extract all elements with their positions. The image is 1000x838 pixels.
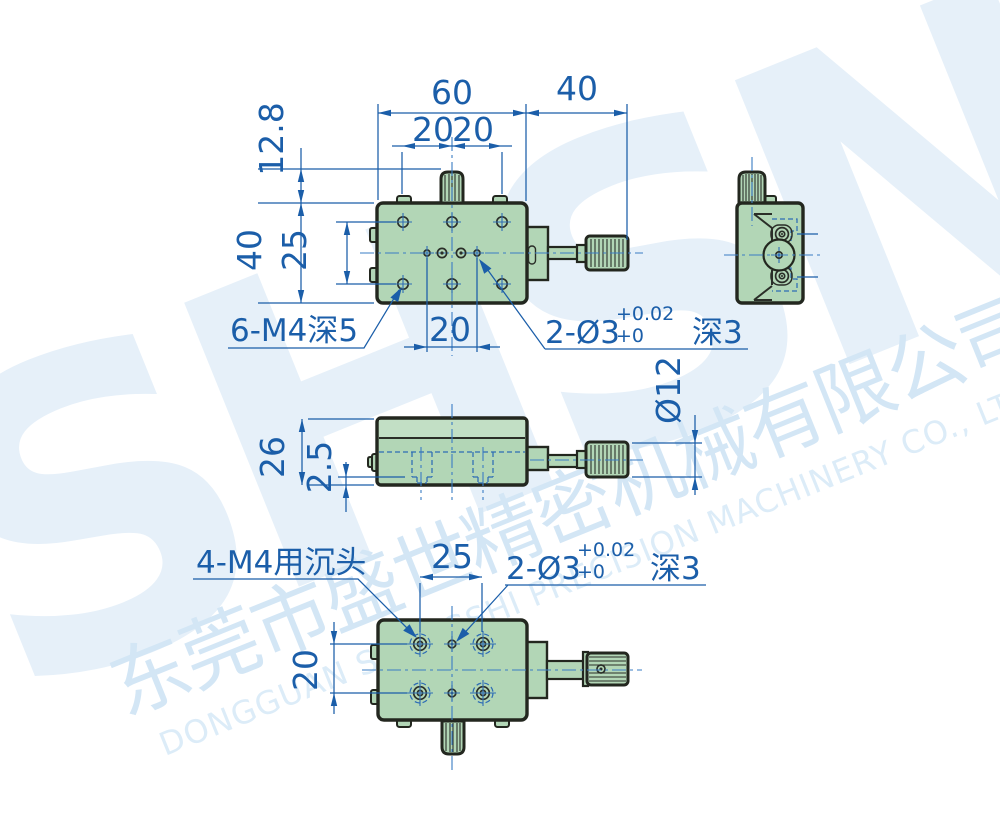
side-centerlines <box>724 157 820 256</box>
leader-pin-holes-bottom: 2-Ø3 +0.02 +0 深3 <box>456 539 706 642</box>
dim-2-5: 2.5 <box>300 441 405 512</box>
label-pin-bottom-tol-dn: +0 <box>577 561 605 583</box>
bottom-knob-knurl <box>445 723 461 752</box>
dim-2-5-text: 2.5 <box>300 441 339 493</box>
front-centerlines <box>420 404 643 500</box>
dim-40-ext: 40 <box>556 69 598 108</box>
leader-tapped-holes: 6-M4深5 <box>228 287 402 349</box>
label-pin-top-tol-up: +0.02 <box>616 303 674 325</box>
dim-12-8: 12.8 <box>252 102 291 175</box>
front-pocket-left <box>411 452 433 484</box>
dim-40-body: 40 <box>230 229 269 271</box>
label-tapped-holes: 6-M4深5 <box>230 313 358 349</box>
dim-20b: 20 <box>452 110 494 149</box>
side-view <box>724 157 820 305</box>
dim-60: 60 <box>431 73 473 112</box>
bottom-side-knob <box>585 651 630 687</box>
top-view: 60 40 20 20 12.8 40 25 <box>228 69 748 356</box>
dim-26: 26 <box>253 418 374 486</box>
leader-pin-holes-top: 2-Ø3 +0.02 +0 深3 <box>479 259 748 351</box>
front-drive-block <box>525 445 550 472</box>
front-pocket-right <box>472 452 494 484</box>
dim-hole-pitch: 20 20 <box>392 110 512 194</box>
label-counterbore: 4-M4用沉头 <box>196 545 366 581</box>
label-pin-bottom: 2-Ø3 <box>506 551 581 587</box>
dim-20-bottom: 20 <box>286 622 407 714</box>
leader-counterbore: 4-M4用沉头 <box>193 545 417 638</box>
dim-20b-text: 20 <box>286 649 325 691</box>
dovetail-marks <box>753 213 773 301</box>
pin-holes-top <box>420 246 484 260</box>
bottom-side-knob-knurl <box>589 656 626 682</box>
bottom-view: 25 20 4-M4用沉头 2-Ø3 +0.02 +0 深3 <box>193 537 706 773</box>
counterbore-holes <box>407 631 496 706</box>
label-pin-top: 2-Ø3 <box>545 315 620 351</box>
label-pin-top-depth: 深3 <box>692 315 743 351</box>
dim-knob-dia: Ø12 <box>632 356 702 495</box>
dim-20-pin: 20 <box>429 310 471 349</box>
dim-25-bottom: 25 <box>419 537 483 632</box>
label-pin-bottom-tol-up: +0.02 <box>577 539 635 561</box>
pin-holes-bottom <box>444 636 460 701</box>
dim-top-width: 60 40 <box>377 69 628 240</box>
front-table-strip <box>379 420 525 437</box>
dim-26-text: 26 <box>253 436 292 478</box>
front-drive-shaft <box>546 453 581 469</box>
block-slot <box>527 245 537 265</box>
m4-holes-top <box>394 213 511 293</box>
dim-25-top: 25 <box>275 221 396 285</box>
dim-25: 25 <box>275 229 314 271</box>
label-pin-bottom-depth: 深3 <box>650 551 701 587</box>
front-view: 26 2.5 Ø12 <box>253 356 702 512</box>
dim-left-vertical: 12.8 40 <box>230 102 441 304</box>
dim-pin-span: 20 <box>404 258 500 352</box>
dim-dia12-text: Ø12 <box>649 356 688 424</box>
dim-25b-text: 25 <box>431 537 473 576</box>
dim-20a: 20 <box>412 110 454 149</box>
side-stub-lines <box>797 233 818 278</box>
label-pin-top-tol-dn: +0 <box>616 325 644 347</box>
